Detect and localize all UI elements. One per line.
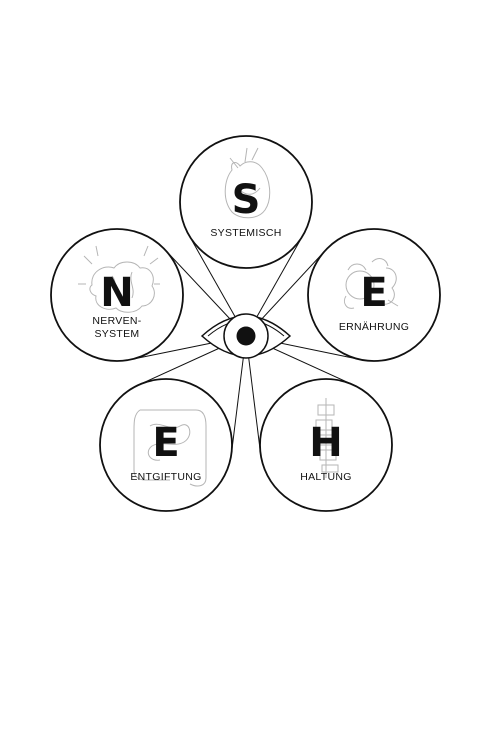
node-circle-entgiftung: [99, 378, 233, 512]
node-label-nervensystem-line-1: NERVEN-: [92, 315, 141, 327]
node-circle-nervensystem: [50, 228, 184, 362]
node-letter-haltung: H: [309, 420, 342, 466]
vegetables-sketch-icon: [343, 258, 399, 309]
spine-sketch-icon: [315, 398, 339, 478]
heart-sketch-icon: [224, 147, 271, 219]
node-circles: [50, 135, 441, 512]
node-letter-systemisch: S: [232, 177, 261, 223]
node-label-entgiftung: ENTGIFTUNG: [130, 471, 201, 483]
eye-icon: [200, 313, 292, 359]
node-circle-systemisch: [179, 135, 313, 269]
node-letter-entgiftung: E: [152, 420, 179, 466]
node-label-nervensystem-line-2: SYSTEM: [95, 328, 140, 340]
node-letter-nervensystem: N: [100, 270, 133, 316]
intestine-sketch-icon: [133, 409, 207, 487]
node-letter-ernaehrung: E: [360, 270, 387, 316]
brain-sketch-icon: [78, 245, 160, 313]
node-circle-haltung: [259, 378, 393, 512]
node-label-ernaehrung: ERNÄHRUNG: [339, 321, 409, 333]
node-circle-ernaehrung: [307, 228, 441, 362]
node-label-systemisch: SYSTEMISCH: [210, 227, 281, 239]
node-label-haltung: HALTUNG: [300, 471, 352, 483]
